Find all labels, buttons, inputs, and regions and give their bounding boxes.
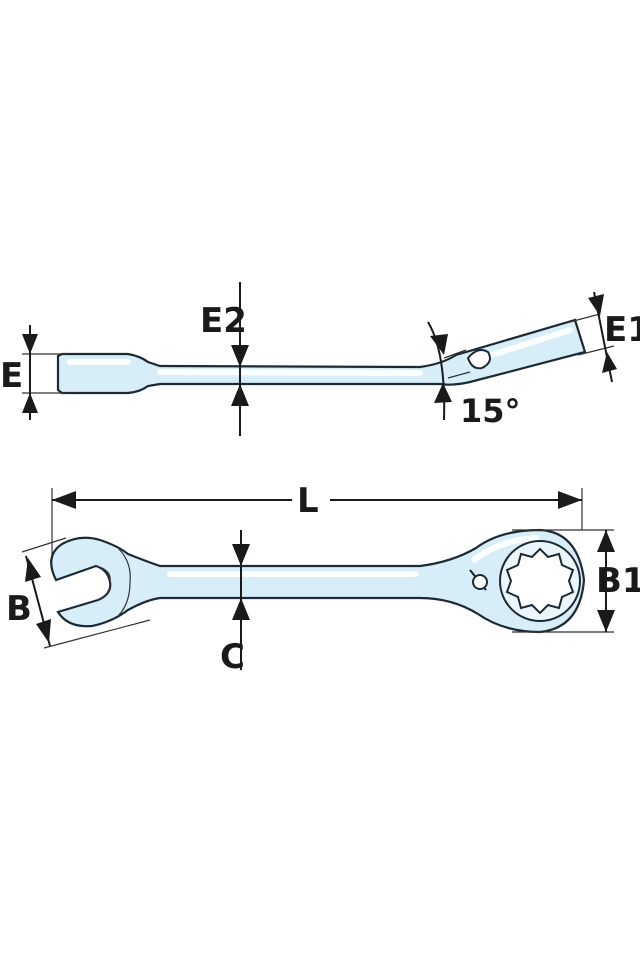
label-E1: E1 bbox=[604, 310, 640, 350]
label-B: B bbox=[6, 589, 32, 629]
dimension-angle: 15° bbox=[427, 321, 521, 430]
label-L: L bbox=[297, 481, 319, 521]
dimension-E: E bbox=[0, 325, 66, 420]
label-B1: B1 bbox=[596, 561, 640, 601]
twelve-point-socket bbox=[505, 547, 575, 615]
label-E2: E2 bbox=[200, 301, 247, 341]
dimension-L: L bbox=[51, 481, 583, 560]
dimension-B: B bbox=[6, 537, 151, 649]
dimension-B1: B1 bbox=[512, 529, 640, 633]
side-view: E E2 15° E1 bbox=[0, 282, 640, 436]
side-view-wrench-body bbox=[56, 318, 587, 395]
label-angle: 15° bbox=[460, 392, 521, 430]
side-view-ratchet-head bbox=[466, 349, 491, 370]
open-end-jaw bbox=[95, 565, 111, 601]
dimension-E2: E2 bbox=[200, 282, 249, 436]
top-view: L B C bbox=[6, 481, 640, 677]
dimension-E1: E1 bbox=[565, 291, 640, 383]
top-view-wrench-body bbox=[50, 528, 586, 634]
reversing-lever bbox=[469, 569, 488, 591]
label-E: E bbox=[0, 356, 23, 396]
label-C: C bbox=[220, 637, 245, 677]
dimension-C: C bbox=[220, 530, 250, 677]
